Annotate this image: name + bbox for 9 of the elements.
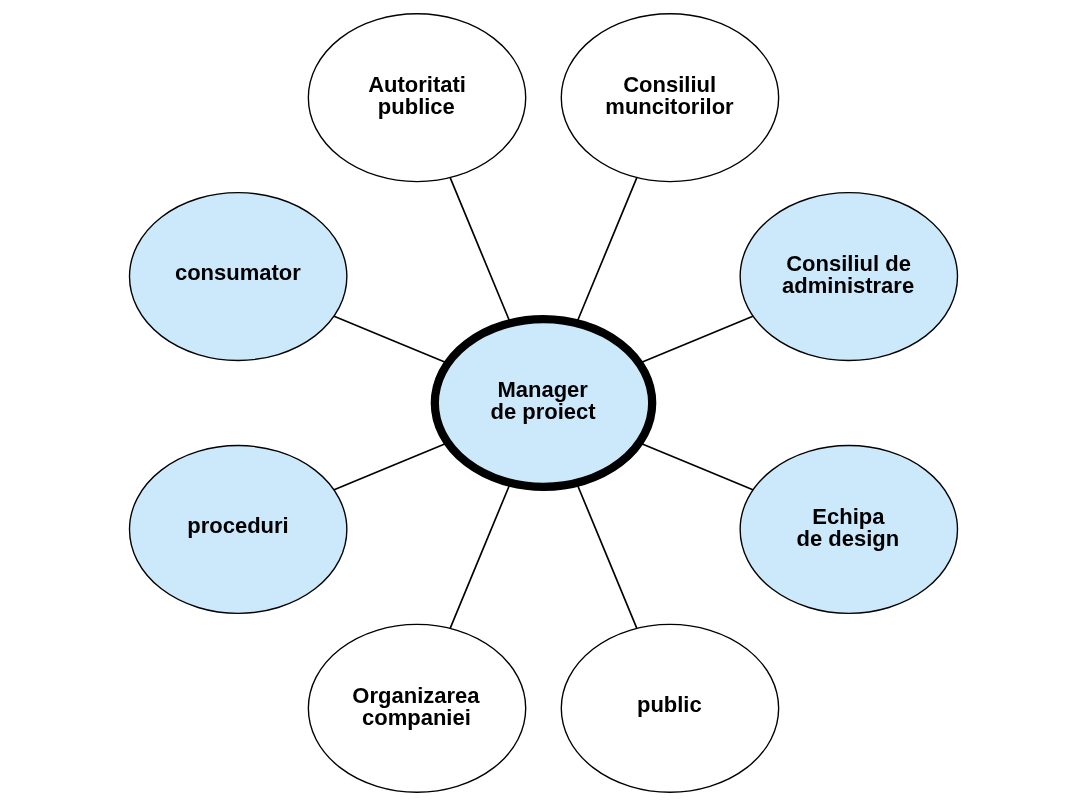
node-ellipse: consumator: [128, 191, 348, 362]
node-ellipse: Autoritati publice: [307, 13, 526, 183]
node-ellipse: Organizarea companiei: [307, 623, 526, 793]
node-ellipse: proceduri: [128, 444, 348, 615]
node-ellipse: Consiliul muncitorilor: [560, 13, 779, 183]
node-ellipse: Manager de proiect: [430, 314, 656, 492]
node-ellipse: Consiliul de administrare: [738, 191, 958, 362]
node-ellipse: Echipa de design: [738, 444, 958, 615]
node-ellipse: public: [560, 623, 779, 793]
